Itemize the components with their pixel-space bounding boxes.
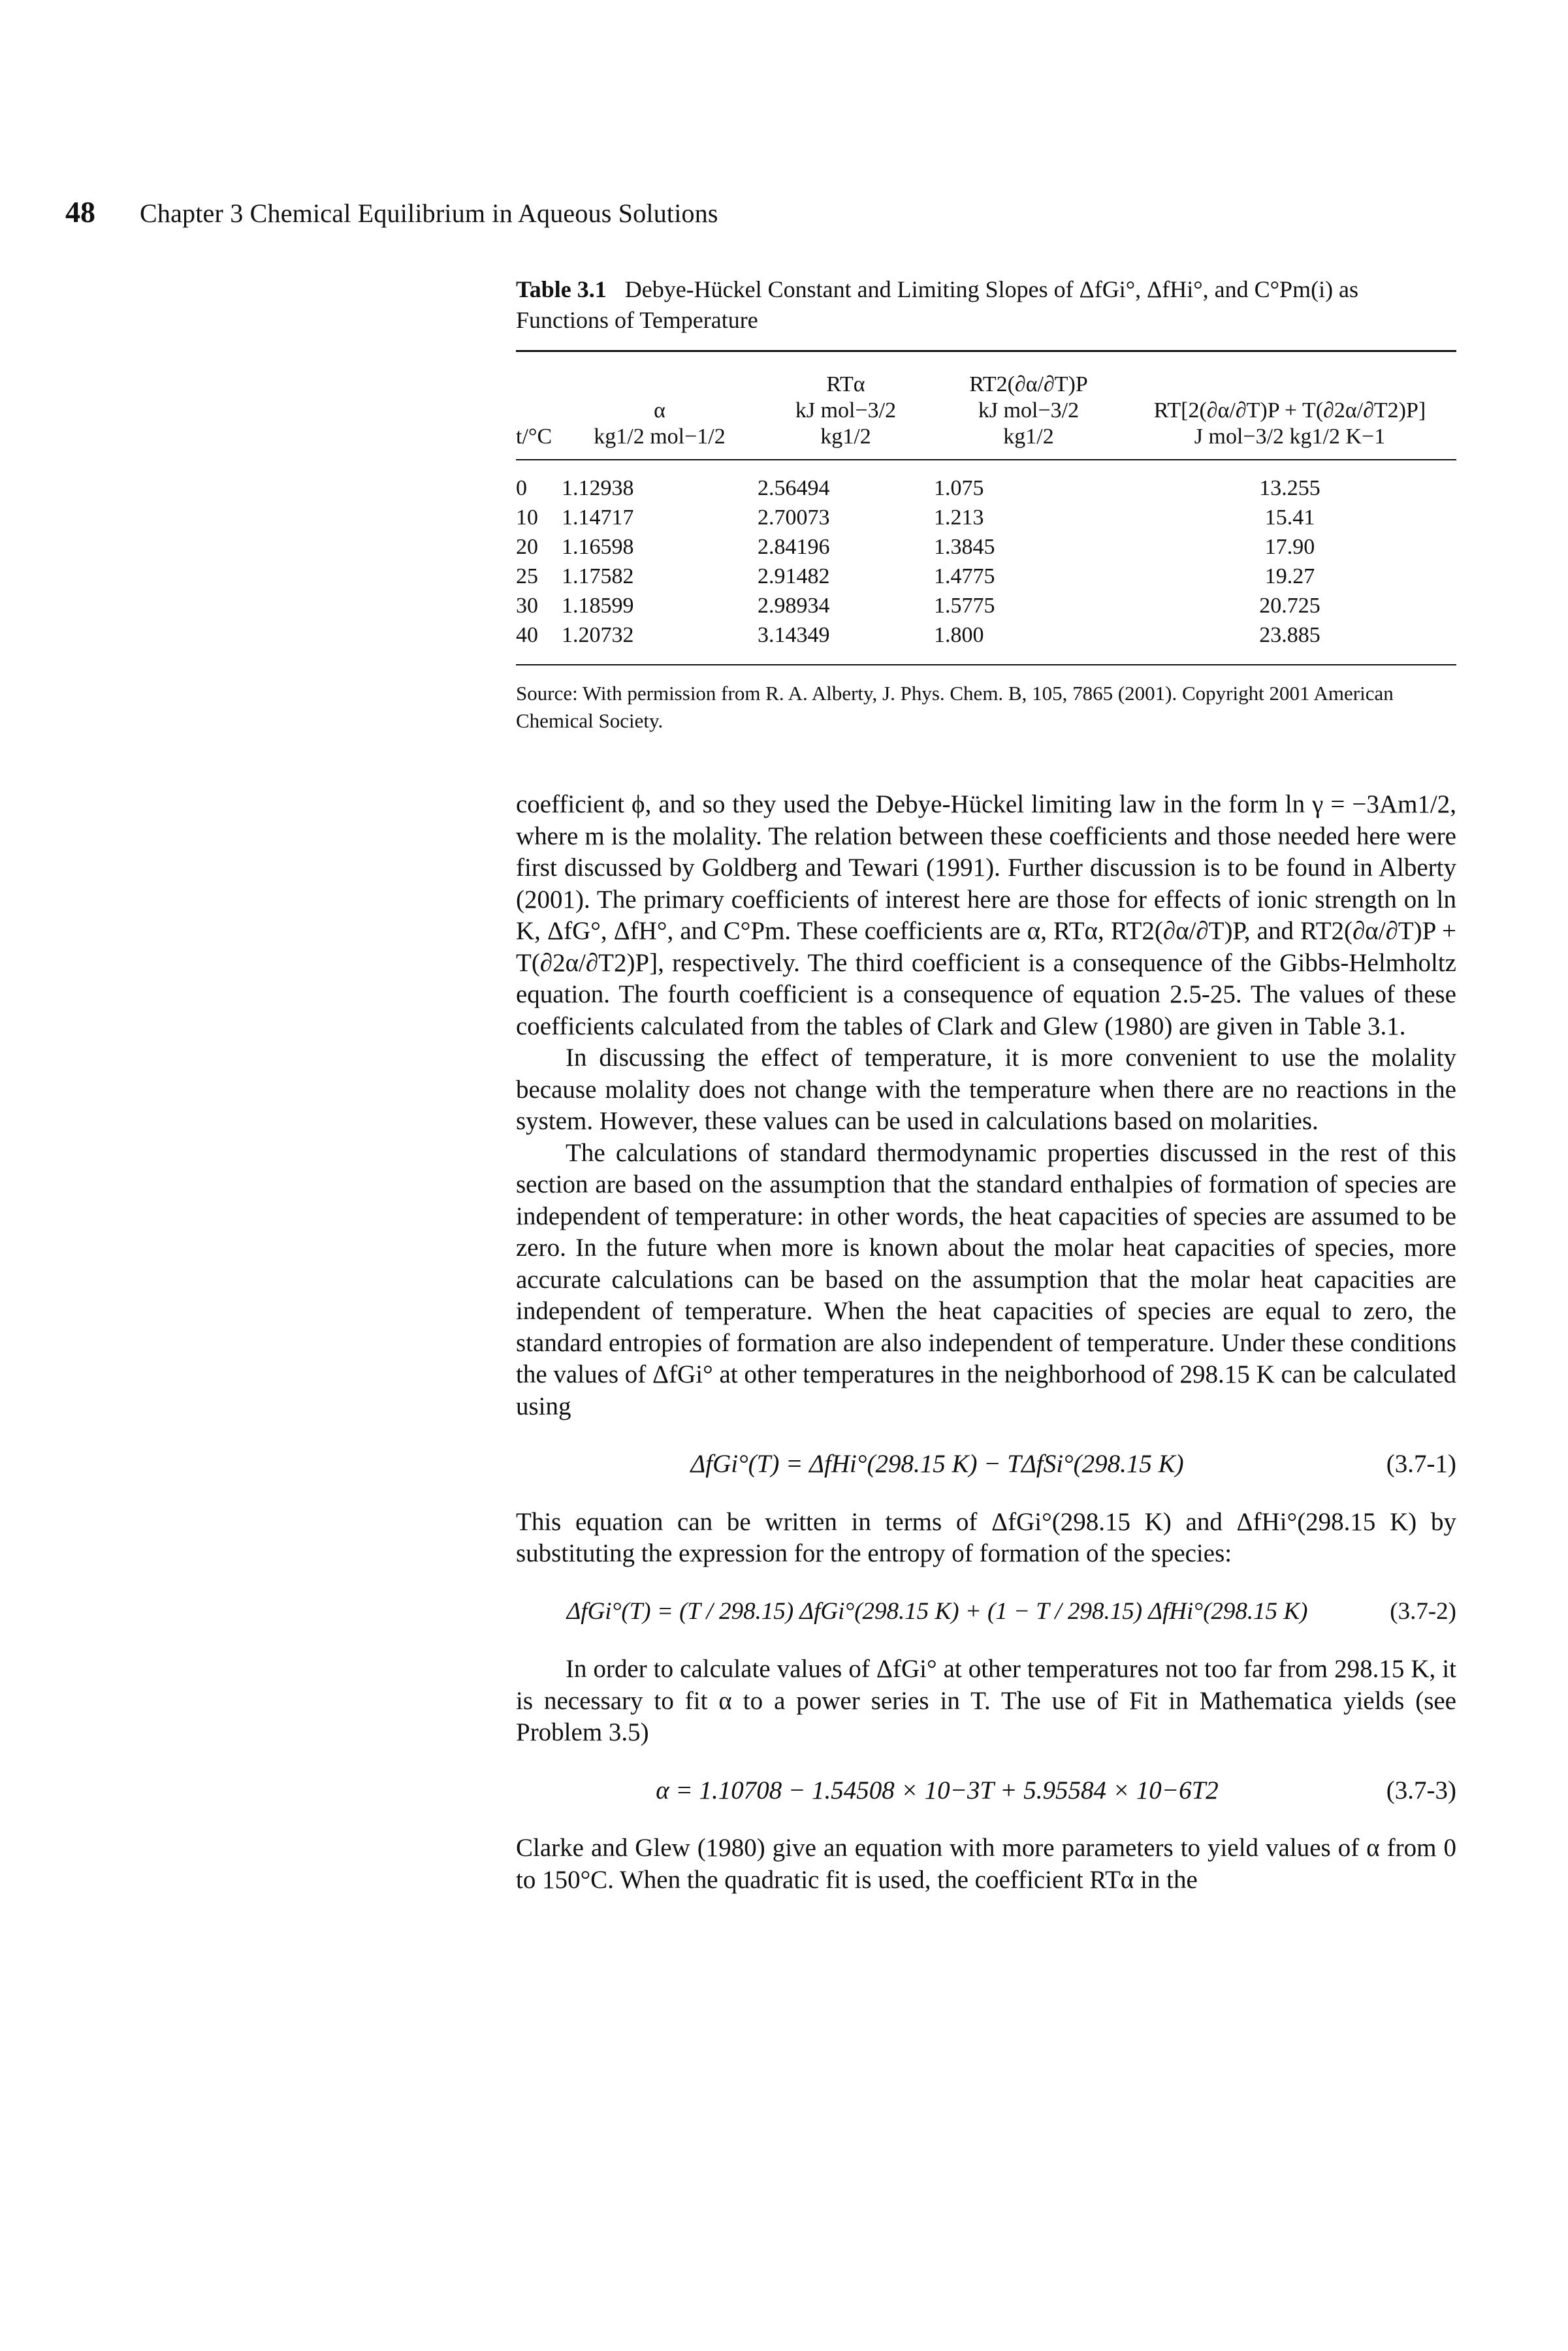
- paragraph: Clarke and Glew (1980) give an equation …: [516, 1834, 1456, 1894]
- paragraph: coefficient ϕ, and so they used the Deby…: [516, 790, 1456, 1040]
- equation-expression: ΔfGi°(T) = ΔfHi°(298.15 K) − TΔfSi°(298.…: [690, 1450, 1184, 1478]
- equation-3-7-1: ΔfGi°(T) = ΔfHi°(298.15 K) − TΔfSi°(298.…: [516, 1448, 1456, 1480]
- table-label: Table 3.1: [516, 276, 607, 302]
- paragraph: This equation can be written in terms of…: [516, 1507, 1456, 1568]
- page-header: 48 Chapter 3 Chemical Equilibrium in Aqu…: [65, 195, 718, 229]
- equation-expression: α = 1.10708 − 1.54508 × 10−3T + 5.95584 …: [656, 1776, 1219, 1804]
- equation-number: (3.7-2): [1390, 1597, 1456, 1625]
- table-caption-text: Debye-Hückel Constant and Limiting Slope…: [516, 276, 1359, 333]
- running-title: Chapter 3 Chemical Equilibrium in Aqueou…: [140, 199, 718, 228]
- table-source-note: Source: With permission from R. A. Alber…: [516, 682, 1394, 732]
- body-text: coefficient ϕ, and so they used the Deby…: [516, 789, 1456, 1896]
- paragraph: In discussing the effect of temperature,…: [516, 1044, 1456, 1135]
- page-number: 48: [65, 195, 95, 229]
- equation-3-7-3: α = 1.10708 − 1.54508 × 10−3T + 5.95584 …: [516, 1775, 1456, 1807]
- equation-number: (3.7-3): [1386, 1776, 1456, 1804]
- paragraph: In order to calculate values of ΔfGi° at…: [516, 1655, 1456, 1746]
- equation-3-7-2: ΔfGi°(T) = (T / 298.15) ΔfGi°(298.15 K) …: [516, 1596, 1456, 1628]
- col-header-t: t/°C: [516, 424, 552, 449]
- table-top-rule: [516, 350, 1456, 352]
- equation-number: (3.7-1): [1386, 1450, 1456, 1478]
- col-header-heat-capacity-coeff: RT[2(∂α/∂T)P + T(∂2α/∂T2)P]J mol−3/2 kg1…: [1153, 398, 1426, 449]
- paragraph: The calculations of standard thermodynam…: [516, 1138, 1456, 1420]
- equation-expression: ΔfGi°(T) = (T / 298.15) ΔfGi°(298.15 K) …: [566, 1597, 1308, 1625]
